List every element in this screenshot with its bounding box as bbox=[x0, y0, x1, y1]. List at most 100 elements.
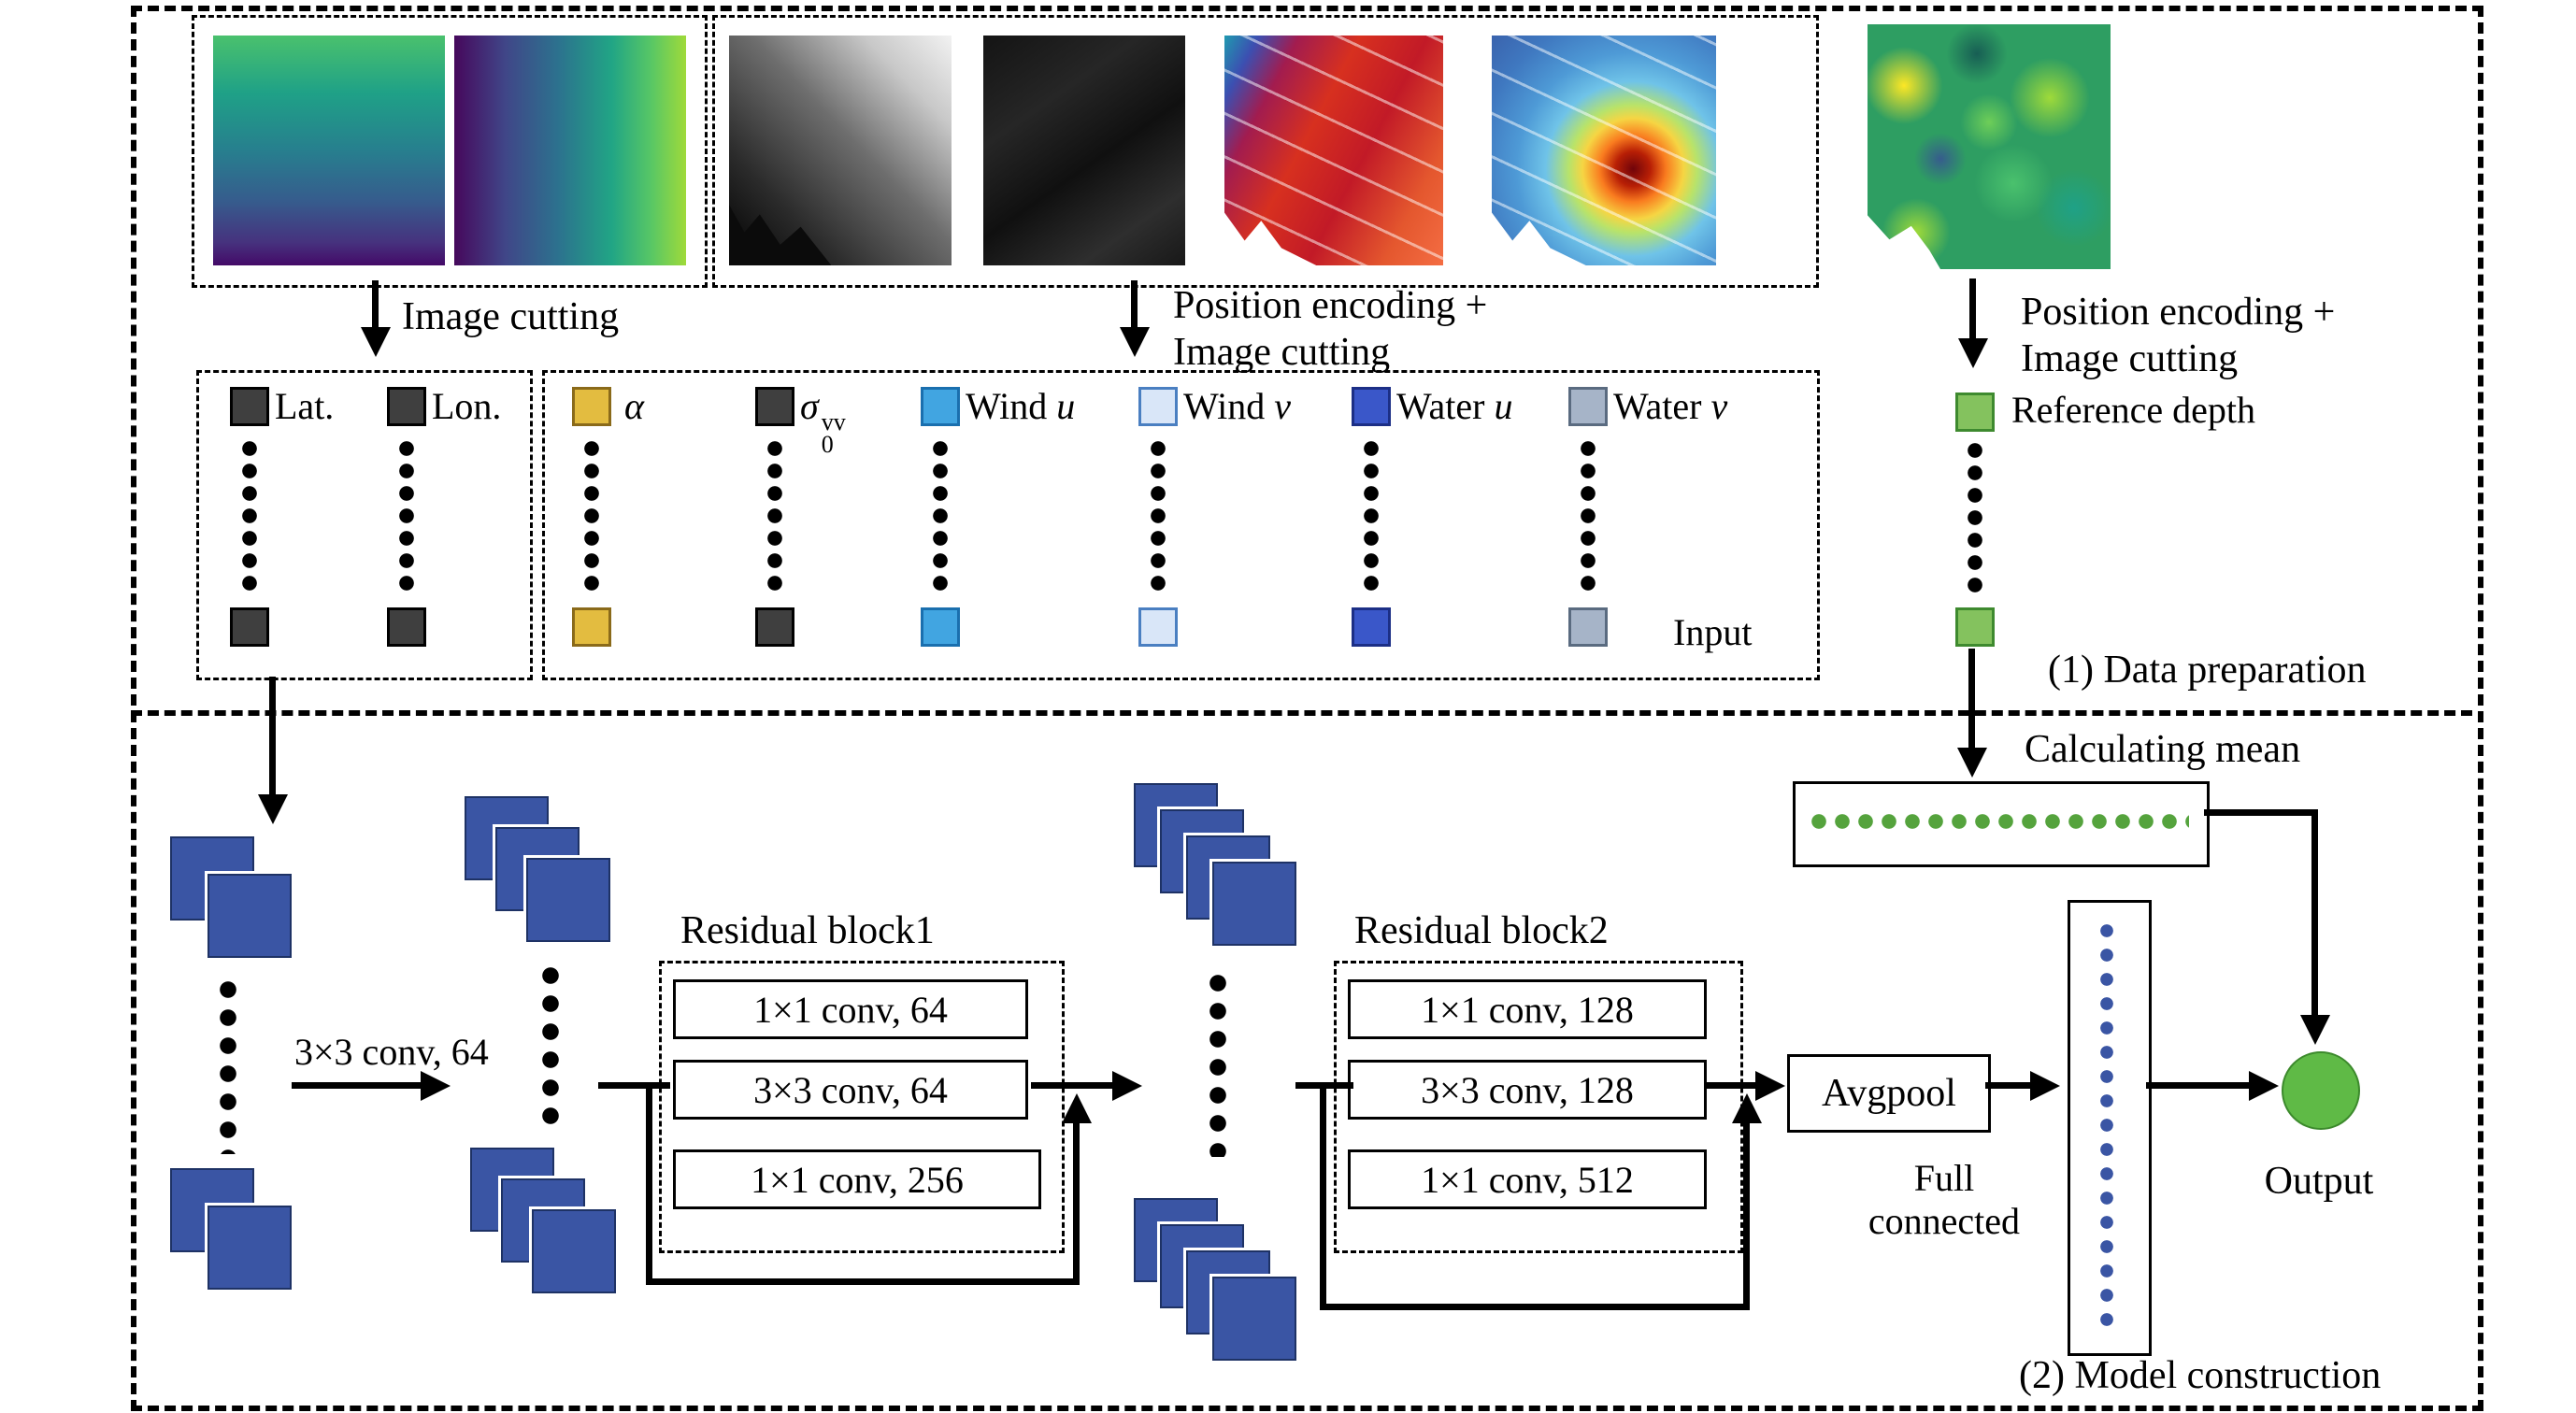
channel-sigma0vv-top-square bbox=[755, 387, 794, 426]
feature-stack-3-ellipsis bbox=[1209, 970, 1227, 1157]
channel-wind-u-label: Wind u bbox=[966, 385, 1076, 427]
input-channels-box bbox=[542, 370, 1820, 680]
channel-lat-label: Lat. bbox=[275, 385, 335, 427]
block1-output-shaft bbox=[1031, 1082, 1112, 1089]
channel-lon-bottom-square bbox=[387, 607, 426, 647]
feature-map-square bbox=[208, 1206, 292, 1290]
channel-water-u-bottom-square bbox=[1352, 607, 1391, 647]
position-encoding-arrow-head bbox=[1120, 327, 1150, 357]
residual-block1-layer3: 1×1 conv, 256 bbox=[673, 1149, 1041, 1209]
channel-sigma0vv-bottom-square bbox=[755, 607, 794, 647]
block1-skip-right bbox=[1073, 1121, 1080, 1285]
avgpool-box: Avgpool bbox=[1787, 1054, 1991, 1133]
avgpool-to-fc-shaft bbox=[1985, 1082, 2030, 1089]
feature-map-square bbox=[532, 1209, 616, 1293]
latlon-to-model-arrow-head bbox=[258, 794, 288, 824]
sigma-subscript: 0 bbox=[821, 431, 834, 458]
block1-skip-bottom bbox=[646, 1278, 1080, 1285]
full-connected-label-line1: Full bbox=[1913, 1157, 1975, 1199]
section-divider bbox=[131, 710, 2472, 716]
feature-map-square bbox=[526, 858, 610, 942]
channel-wind-v-ellipsis bbox=[1150, 437, 1166, 598]
residual-block2-layer3: 1×1 conv, 512 bbox=[1348, 1149, 1707, 1209]
residual-block2-layer1: 1×1 conv, 128 bbox=[1348, 979, 1707, 1039]
channel-water-v-ellipsis bbox=[1580, 437, 1596, 598]
channel-wind-v-bottom-square bbox=[1138, 607, 1178, 647]
reference-depth-image bbox=[1868, 24, 2111, 269]
channel-wind-v-top-square bbox=[1138, 387, 1178, 426]
feature-stack-2-ellipsis bbox=[541, 963, 560, 1135]
output-node bbox=[2282, 1051, 2360, 1130]
sigma-superscript: vv bbox=[821, 408, 846, 435]
channel-water-u-ellipsis bbox=[1363, 437, 1380, 598]
block1-output-arrow-head bbox=[1112, 1071, 1142, 1101]
residual-block2-layer2: 3×3 conv, 128 bbox=[1348, 1060, 1707, 1120]
residual-block1-layer2: 3×3 conv, 64 bbox=[673, 1060, 1028, 1120]
channel-sigma0vv-ellipsis bbox=[766, 437, 783, 598]
feature-stack-1-ellipsis bbox=[219, 977, 237, 1154]
residual-block2-title: Residual block2 bbox=[1354, 909, 1609, 952]
channel-water-v-label: Water v bbox=[1613, 385, 1728, 427]
input-label: Input bbox=[1673, 611, 1753, 653]
residual-block1-layer1: 1×1 conv, 64 bbox=[673, 979, 1028, 1039]
conv-3x3-64-label: 3×3 conv, 64 bbox=[294, 1031, 489, 1073]
feature-map-square bbox=[1212, 862, 1296, 946]
channel-wind-v-label: Wind v bbox=[1183, 385, 1292, 427]
channel-wind-u-bottom-square bbox=[921, 607, 960, 647]
position-encoding-label-line1: Position encoding + bbox=[1173, 284, 1488, 327]
channel-water-v-bottom-square bbox=[1568, 607, 1608, 647]
position-encoding-arrow-shaft bbox=[1131, 280, 1138, 329]
block2-skip-bottom bbox=[1320, 1304, 1750, 1310]
conv-arrow-shaft bbox=[292, 1082, 421, 1089]
position-encoding-image bbox=[729, 36, 952, 265]
block2-output-shaft bbox=[1706, 1082, 1755, 1089]
conv-arrow-head bbox=[421, 1071, 451, 1101]
channel-wind-u-ellipsis bbox=[932, 437, 949, 598]
block1-input-line bbox=[598, 1082, 670, 1089]
section1-title: (1) Data preparation bbox=[2048, 649, 2367, 692]
full-connected-label-line2: connected bbox=[1868, 1200, 2021, 1242]
feature-map-square bbox=[1212, 1277, 1296, 1361]
block2-output-arrow-head bbox=[1755, 1071, 1785, 1101]
position-encoding-label-line2: Image cutting bbox=[1173, 331, 1391, 374]
mean-to-output-horizontal bbox=[2204, 809, 2318, 816]
calculating-mean-values bbox=[1808, 813, 2189, 830]
reference-arrow-head bbox=[1958, 338, 1988, 368]
channel-alpha-label: α bbox=[624, 385, 644, 427]
section2-title: (2) Model construction bbox=[2019, 1354, 2382, 1397]
channel-reference-top-square bbox=[1955, 392, 1995, 432]
channel-wind-u-top-square bbox=[921, 387, 960, 426]
reference-position-encoding-line1: Position encoding + bbox=[2021, 291, 2336, 334]
channel-lat-ellipsis bbox=[241, 437, 258, 598]
channel-alpha-top-square bbox=[572, 387, 611, 426]
sar-backscatter-image bbox=[983, 36, 1185, 265]
calculating-mean-label: Calculating mean bbox=[2025, 728, 2301, 771]
image-cutting-arrow-shaft bbox=[372, 280, 379, 329]
residual-block1-title: Residual block1 bbox=[680, 909, 935, 952]
block2-skip-left bbox=[1320, 1082, 1326, 1306]
channel-lon-label: Lon. bbox=[432, 385, 502, 427]
channel-lat-bottom-square bbox=[230, 607, 269, 647]
latlon-images-box bbox=[192, 15, 708, 288]
channel-alpha-ellipsis bbox=[583, 437, 600, 598]
wind-field-image bbox=[1224, 36, 1443, 265]
reference-position-encoding-line2: Image cutting bbox=[2021, 337, 2239, 380]
reference-depth-label: Reference depth bbox=[2011, 389, 2255, 431]
block1-skip-left bbox=[646, 1082, 652, 1281]
longitude-gradient-image bbox=[454, 36, 686, 265]
latlon-to-model-arrow-shaft bbox=[269, 677, 276, 794]
channel-water-u-top-square bbox=[1352, 387, 1391, 426]
image-cutting-label: Image cutting bbox=[402, 295, 620, 338]
fully-connected-neurons bbox=[2099, 919, 2114, 1332]
channel-alpha-bottom-square bbox=[572, 607, 611, 647]
output-label: Output bbox=[2264, 1160, 2374, 1203]
image-cutting-arrow-head bbox=[361, 327, 391, 357]
channel-lon-top-square bbox=[387, 387, 426, 426]
channel-lat-top-square bbox=[230, 387, 269, 426]
channel-water-u-label: Water u bbox=[1396, 385, 1513, 427]
reference-to-mean-arrow-head bbox=[1957, 748, 1987, 778]
coast-mask bbox=[1492, 212, 1586, 265]
coast-mask bbox=[1868, 215, 1940, 269]
sar-images-box bbox=[712, 15, 1819, 288]
